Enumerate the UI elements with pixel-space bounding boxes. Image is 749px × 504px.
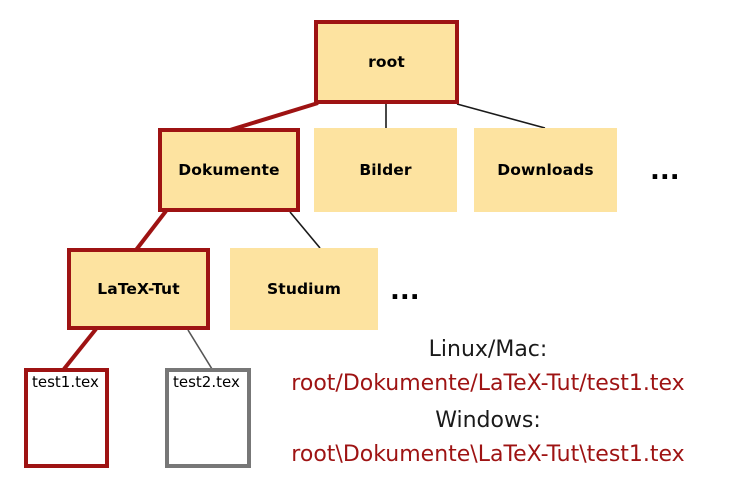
node-dokumente-label: Dokumente — [178, 161, 280, 179]
windows-path: root\Dokumente\LaTeX-Tut\test1.tex — [291, 442, 685, 467]
linux-mac-path: root/Dokumente/LaTeX-Tut/test1.tex — [291, 371, 685, 396]
node-studium[interactable]: Studium — [230, 248, 378, 330]
edge-root-downloads — [456, 103, 546, 129]
file-test1-tex[interactable]: test1.tex — [24, 368, 109, 468]
level3-more-ellipsis: ... — [390, 276, 420, 306]
node-downloads[interactable]: Downloads — [474, 128, 617, 212]
edge-dokumente-latextut — [134, 209, 168, 252]
level2-more-ellipsis: ... — [650, 156, 680, 186]
windows-label: Windows: — [435, 408, 541, 433]
node-bilder-label: Bilder — [359, 161, 412, 179]
linux-mac-label: Linux/Mac: — [428, 337, 548, 362]
file-test1-tex-label: test1.tex — [32, 373, 99, 391]
node-downloads-label: Downloads — [497, 161, 594, 179]
node-latex-tut-label: LaTeX-Tut — [97, 280, 180, 298]
file-test2-tex-label: test2.tex — [173, 373, 240, 391]
node-dokumente[interactable]: Dokumente — [158, 128, 300, 212]
edge-root-dokumente — [229, 101, 319, 132]
file-test2-tex[interactable]: test2.tex — [165, 368, 251, 468]
edge-latextut-test1 — [62, 327, 98, 371]
node-latex-tut[interactable]: LaTeX-Tut — [67, 248, 210, 330]
node-studium-label: Studium — [267, 280, 341, 298]
node-bilder[interactable]: Bilder — [314, 128, 457, 212]
node-root[interactable]: root — [314, 20, 459, 104]
edge-latextut-test2 — [187, 329, 213, 370]
node-root-label: root — [368, 53, 405, 71]
edge-dokumente-studium — [289, 211, 321, 249]
